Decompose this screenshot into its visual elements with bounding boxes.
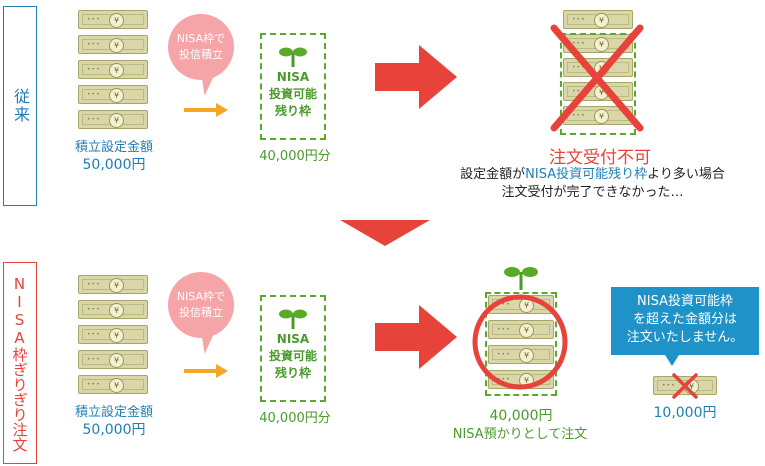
banknote: •••¥ (78, 10, 148, 29)
banknote: •••¥ (78, 375, 148, 394)
sprout-icon (279, 47, 307, 67)
banknote: •••¥ (78, 300, 148, 319)
setting-amount-label-top: 積立設定金額 (74, 140, 153, 155)
side-label-box-top: 従来 (3, 6, 37, 206)
banknote: •••¥ (488, 320, 554, 339)
banknote: •••¥ (78, 275, 148, 294)
side-label-box-bottom: NISA枠ぎりぎり注文 (3, 262, 37, 464)
sprout-icon (279, 309, 307, 329)
nisa-box-line: 投資可能 (268, 87, 317, 101)
sprout-icon (504, 267, 538, 290)
cross-mark-icon (550, 24, 644, 132)
down-arrow-icon (340, 220, 430, 246)
nisa-frame-rejected (560, 33, 636, 135)
setting-amount-value-bottom: 50,000円 (82, 422, 146, 438)
nisa-box-line: NISA (276, 70, 310, 84)
cross-mark-icon (672, 373, 698, 399)
red-arrow-icon (375, 305, 457, 369)
reason-prefix: 設定金額が (460, 167, 526, 182)
nisa-box-line: NISA (276, 332, 310, 346)
excess-info-text: NISA投資可能枠 を超えた金額分は 注文いたしません。 (626, 294, 744, 345)
banknote: •••¥ (563, 10, 633, 29)
side-label-top: 従来 (11, 88, 30, 124)
nisa-box-line: 残り枠 (274, 366, 311, 380)
order-rejected-title: 注文受付不可 (549, 148, 651, 168)
nisa-box-line: 投資可能 (268, 349, 317, 363)
reason-suffix: より多い場合 (647, 167, 725, 182)
banknote: •••¥ (78, 85, 148, 104)
red-arrow-icon (375, 45, 457, 109)
circle-mark-icon (472, 294, 568, 390)
nisa-amount-top: 40,000円分 (259, 149, 331, 164)
banknote: •••¥ (78, 60, 148, 79)
setting-amount-label-bottom: 積立設定金額 (74, 405, 153, 420)
accepted-caption: NISA預かりとして注文 (452, 427, 588, 442)
excess-info-box: NISA投資可能枠 を超えた金額分は 注文いたしません。 (611, 287, 759, 366)
nisa-box-line: 残り枠 (274, 104, 311, 118)
nisa-remaining-box-top: NISA 投資可能 残り枠 (260, 33, 326, 140)
nisa-amount-bottom: 40,000円分 (259, 411, 331, 426)
speech-bubble-bottom: NISA枠で 投信積立 (168, 272, 234, 338)
rejected-reason-line1: 設定金額がNISA投資可能残り枠より多い場合 (420, 166, 765, 183)
banknote: •••¥ (78, 350, 148, 369)
nisa-remaining-box-bottom: NISA 投資可能 残り枠 (260, 295, 326, 402)
speech-bubble-text-bottom: NISA枠で 投信積立 (176, 290, 226, 319)
banknote: •••¥ (78, 325, 148, 344)
accepted-amount: 40,000円 (489, 408, 553, 424)
banknote: •••¥ (563, 34, 633, 53)
side-label-bottom: NISA枠ぎりぎり注文 (10, 274, 29, 452)
banknote: •••¥ (78, 110, 148, 129)
rejected-reason-line2: 注文受付が完了できなかった… (501, 185, 684, 200)
excess-amount: 10,000円 (653, 405, 717, 421)
speech-bubble-top: NISA枠で 投信積立 (168, 14, 234, 80)
orange-arrow-icon (184, 364, 228, 378)
reason-highlight: NISA投資可能残り枠 (525, 167, 648, 182)
setting-amount-value-top: 50,000円 (82, 157, 146, 173)
speech-bubble-text-top: NISA枠で 投信積立 (176, 32, 226, 61)
banknote: •••¥ (78, 35, 148, 54)
orange-arrow-icon (184, 103, 228, 117)
nisa-frame-accepted (485, 292, 557, 396)
banknote: •••¥ (488, 345, 554, 364)
